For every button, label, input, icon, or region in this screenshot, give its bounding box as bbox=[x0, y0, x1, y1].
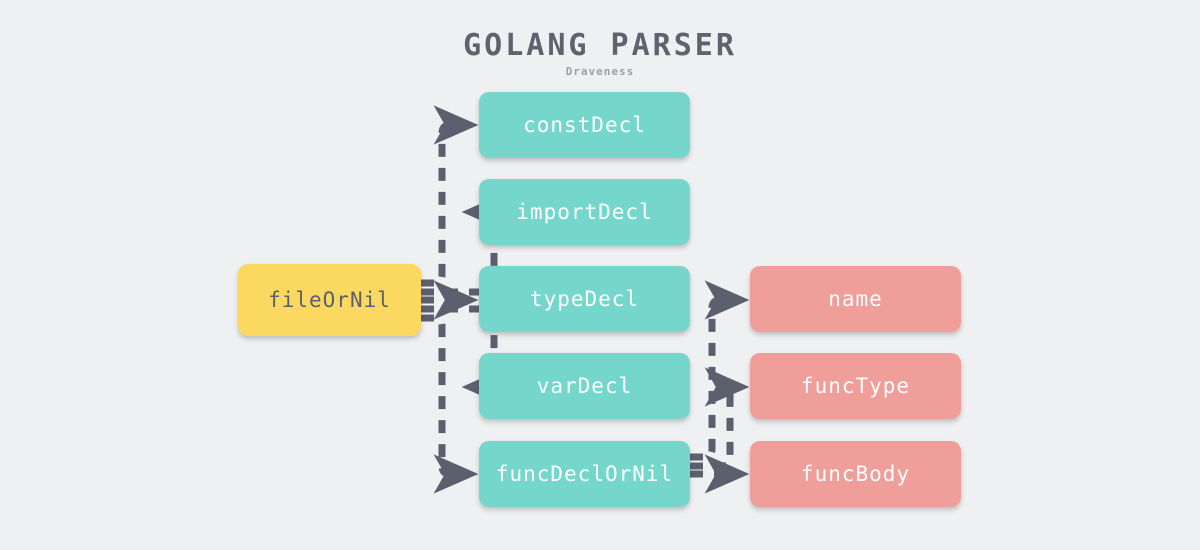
node-funcbody[interactable]: funcBody bbox=[750, 441, 961, 507]
node-funcdeclornil[interactable]: funcDeclOrNil bbox=[479, 441, 690, 507]
node-label: varDecl bbox=[536, 374, 633, 398]
edge-funcdeclornil-name bbox=[690, 280, 750, 461]
node-label: funcType bbox=[800, 374, 911, 398]
node-typedecl[interactable]: typeDecl bbox=[479, 266, 690, 332]
node-label: typeDecl bbox=[529, 287, 640, 311]
node-label: funcDeclOrNil bbox=[495, 462, 674, 486]
page-title: GOLANG PARSER bbox=[463, 28, 737, 63]
node-importdecl[interactable]: importDecl bbox=[479, 179, 690, 245]
node-name[interactable]: name bbox=[750, 266, 961, 332]
node-fileornil[interactable]: fileOrNil bbox=[238, 264, 421, 336]
node-label: fileOrNil bbox=[268, 288, 391, 312]
page-subtitle: Draveness bbox=[565, 65, 635, 78]
node-label: importDecl bbox=[516, 200, 653, 224]
node-constdecl[interactable]: constDecl bbox=[479, 92, 690, 158]
node-vardecl[interactable]: varDecl bbox=[479, 353, 690, 419]
node-label: name bbox=[828, 287, 883, 311]
node-functype[interactable]: funcType bbox=[750, 353, 961, 419]
node-label: constDecl bbox=[523, 113, 646, 137]
edge-fileornil-funcdeclornil bbox=[421, 314, 479, 494]
edge-fileornil-constdecl bbox=[421, 105, 479, 287]
node-label: funcBody bbox=[800, 462, 911, 486]
